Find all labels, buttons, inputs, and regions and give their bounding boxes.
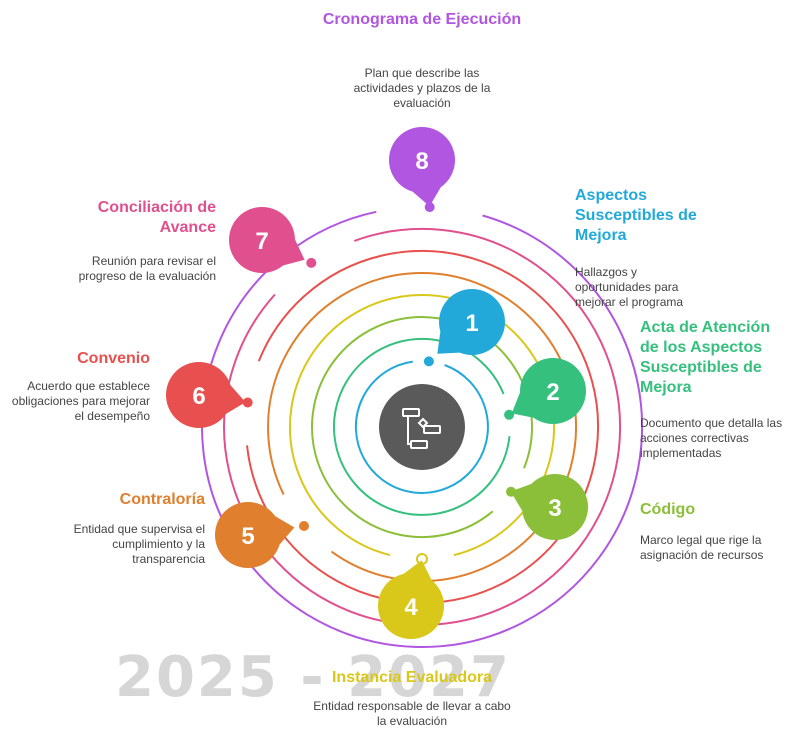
step-8-title: Cronograma de Ejecución bbox=[322, 11, 522, 28]
step-4-bubble: 4 bbox=[378, 560, 444, 639]
step-3-title: Código bbox=[640, 501, 696, 518]
step-3-number: 3 bbox=[548, 495, 561, 522]
step-5-bubble: 5 bbox=[215, 502, 295, 568]
watermark-years: 2025 - 2027 bbox=[115, 645, 511, 710]
step-4-title: Instancia Evaluadora bbox=[331, 669, 493, 686]
step-1-number: 1 bbox=[465, 310, 478, 337]
step-4-description: Entidad responsable de llevar a cabo la … bbox=[313, 699, 511, 728]
step-2-bubble: 2 bbox=[511, 358, 586, 424]
step-5-number: 5 bbox=[241, 523, 254, 550]
ring-5 bbox=[267, 272, 578, 582]
step-1-title: Aspectos Susceptibles de Mejora bbox=[575, 187, 697, 244]
step-2-number: 2 bbox=[546, 379, 559, 406]
gantt-chart-icon bbox=[402, 408, 441, 449]
ring-7 bbox=[223, 227, 622, 626]
ring-8 bbox=[201, 210, 644, 648]
ring-3 bbox=[311, 316, 533, 539]
ring-dot-1 bbox=[423, 356, 434, 367]
step-7-title: Conciliación de Avance bbox=[97, 199, 216, 236]
ring-1 bbox=[354, 360, 489, 494]
step-2-description: Documento que detalla las acciones corre… bbox=[640, 416, 783, 460]
step-6-number: 6 bbox=[192, 383, 205, 410]
step-3-description: Marco legal que rige la asignación de re… bbox=[640, 533, 764, 562]
step-7-number: 7 bbox=[255, 228, 268, 255]
step-8-number: 8 bbox=[415, 148, 428, 175]
step-6-bubble: 6 bbox=[166, 362, 246, 428]
step-1-description: Hallazgos y oportunidades para mejorar e… bbox=[575, 265, 684, 309]
step-7-bubble: 7 bbox=[229, 207, 305, 273]
ring-dot-2 bbox=[504, 409, 515, 420]
step-8-description: Plan que describe las actividades y plaz… bbox=[353, 66, 491, 110]
step-6-title: Convenio bbox=[77, 350, 150, 367]
step-6-description: Acuerdo que establece obligaciones para … bbox=[11, 379, 150, 423]
step-2-title: Acta de Atención de los Aspectos Suscept… bbox=[640, 319, 771, 396]
ring-6 bbox=[246, 249, 600, 604]
ring-dot-5 bbox=[299, 521, 309, 531]
step-3-bubble: 3 bbox=[510, 474, 588, 540]
step-5-description: Entidad que supervisa el cumplimiento y … bbox=[73, 522, 205, 566]
step-7-description: Reunión para revisar el progreso de la e… bbox=[78, 254, 216, 283]
step-8-bubble: 8 bbox=[389, 127, 455, 207]
step-4-number: 4 bbox=[404, 594, 418, 621]
step-5-title: Contraloría bbox=[119, 491, 205, 508]
step-1-bubble: 1 bbox=[437, 289, 505, 355]
ring-dot-7 bbox=[306, 257, 317, 268]
